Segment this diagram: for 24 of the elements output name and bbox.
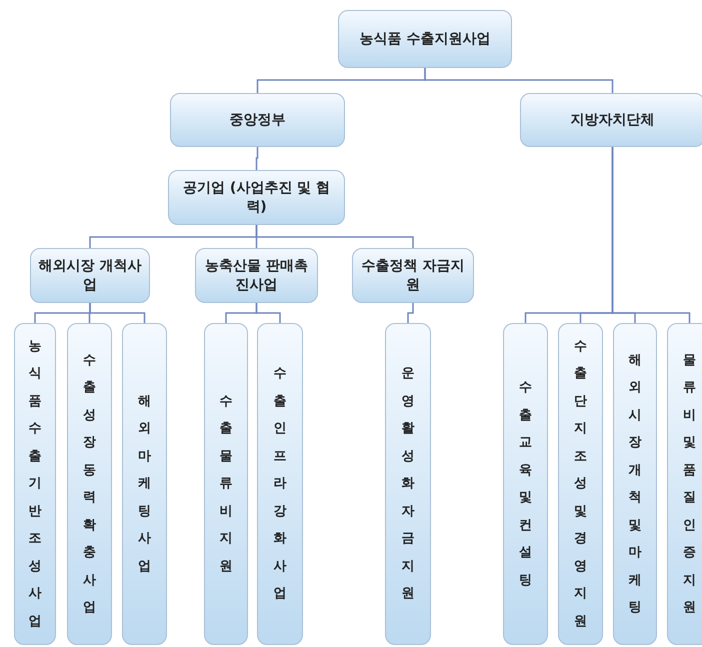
program-box: 물류비및품질인증지원	[667, 323, 702, 645]
category-box: 농식품 수출지원사업	[338, 10, 512, 68]
category-box: 해외시장 개척사업	[30, 248, 150, 303]
connector-line	[256, 225, 414, 248]
program-box: 운영활성화자금지원	[385, 323, 431, 645]
category-box: 수출정책 자금지원	[352, 248, 474, 303]
program-box: 수출성장동력확충사업	[67, 323, 112, 645]
connector-line	[256, 147, 258, 170]
connector-line	[407, 303, 414, 323]
program-box: 해외마케팅사업	[122, 323, 167, 645]
program-box: 해외시장개척및마케팅	[613, 323, 657, 645]
connector-line	[424, 68, 614, 93]
connector-line	[256, 303, 281, 323]
program-box: 수출물류비지원	[204, 323, 248, 645]
category-box: 지방자치단체	[520, 93, 702, 147]
program-box: 수출인프라강화사업	[257, 323, 303, 645]
category-box: 중앙정부	[170, 93, 345, 147]
category-box: 농축산물 판매촉진사업	[195, 248, 318, 303]
category-box: 공기업 (사업추진 및 협력)	[168, 170, 345, 225]
program-box: 수출교육및컨설팅	[503, 323, 548, 645]
connector-line	[612, 147, 690, 323]
connector-line	[89, 303, 146, 323]
program-box: 농식품수출기반조성사업	[14, 323, 56, 645]
program-box: 수출단지조성및경영지원	[558, 323, 603, 645]
